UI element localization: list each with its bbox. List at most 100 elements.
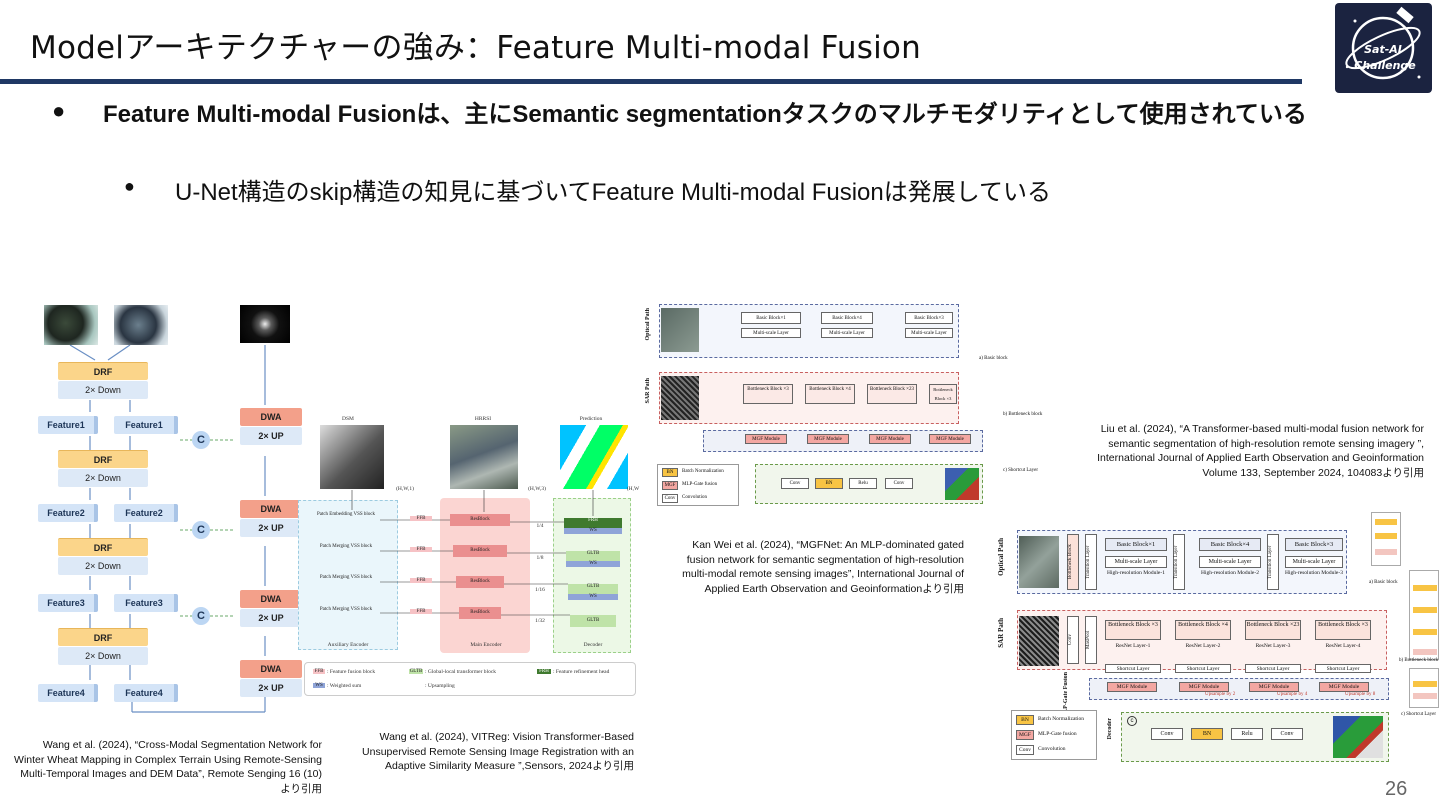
resblock: ResBlock [456, 576, 504, 588]
bullet-text-2: U-Net構造のskip構造の知見に基づいてFeature Multi-moda… [175, 179, 1052, 206]
legend-text: : Feature fusion block [327, 669, 376, 675]
dwa-block: DWA [240, 500, 302, 518]
down-block: 2× Down [58, 469, 148, 487]
prediction-header: Prediction [579, 416, 603, 422]
basic-block: Basic Block×1 [1105, 538, 1167, 551]
bottleneck-vertical: Bottleneck Block [1067, 534, 1079, 590]
figure2-arrows [351, 490, 594, 616]
multi-scale-layer: Multi-scale Layer [741, 328, 801, 338]
hrrsi-image [450, 425, 518, 489]
shortcut-layer: Shortcut Layer [1175, 664, 1231, 673]
mgf-module: MGF Module [869, 434, 911, 444]
bottleneck-block: Bottleneck Block ×3 [1105, 620, 1161, 640]
prediction-image [560, 425, 628, 489]
feature-box: Feature3 [114, 594, 178, 612]
concat-icon: C [192, 431, 210, 449]
bottleneck-block: Bottleneck Block ×23 [867, 384, 917, 404]
conv-block: Conv [781, 478, 809, 489]
conv-block: Conv [885, 478, 913, 489]
resnet-layer-label: ResNet Layer-4 [1325, 643, 1361, 649]
shortcut-layer: Shortcut Layer [1105, 664, 1161, 673]
down-block: 2× Down [58, 557, 148, 575]
conv-block: Conv [1151, 728, 1183, 740]
svg-text:Sat-AI: Sat-AI [1364, 43, 1402, 56]
feature-box: Feature3 [38, 594, 98, 612]
input-image-1 [44, 305, 98, 345]
legend-conv-swatch: Conv [1016, 745, 1034, 755]
up-block: 2× UP [240, 519, 302, 537]
drf-block: DRF [58, 628, 148, 646]
figure4-legend: BN Batch Normalization MGF MLP-Gate fusi… [1011, 710, 1097, 760]
aux-block: Patch Embedding VSS block [316, 512, 376, 517]
conv-block: Conv [1271, 728, 1303, 740]
legend-text: : Global-local transformer block [425, 669, 497, 675]
legend-text: Convolution [1038, 746, 1066, 752]
basic-block-detail [1371, 512, 1401, 566]
legend-bn-swatch: BN [1016, 715, 1034, 725]
bn-swatch [1413, 607, 1437, 613]
transition-layer: Transition Layer [1267, 534, 1279, 590]
feature-box: Feature1 [38, 416, 98, 434]
sat-ai-challenge-logo: Sat-AI Challenge [1335, 3, 1432, 93]
hrrsi-header: HRRSI [474, 416, 492, 422]
basic-block: Basic Block×3 [905, 312, 953, 324]
bottleneck-block: Bottleneck Block ×3 [743, 384, 793, 404]
side-label: b) Bottleneck block [1003, 412, 1043, 417]
bottleneck-detail [1409, 570, 1439, 660]
upsample-label: Upsample by 4 [1277, 692, 1308, 697]
legend-mgf-swatch: MGF [1016, 730, 1034, 740]
bn-swatch [1413, 681, 1437, 687]
bottleneck-block: Bottleneck Block ×4 [1175, 620, 1231, 640]
legend-text: Batch Normalization [1038, 716, 1084, 722]
mgf-module: MGF Module [1249, 682, 1299, 692]
path-label: Optical Path [645, 308, 651, 341]
figure3-caption: Kan Wei et al. (2024), “MGFNet: An MLP-d… [682, 539, 964, 595]
relu-block: Relu [849, 478, 877, 489]
transition-layer: Transition Layer [1173, 534, 1185, 590]
legend-bn-swatch: BN [662, 468, 678, 477]
bottleneck-block: Bottleneck Block ×23 [1245, 620, 1301, 640]
scale-label: 1/16 [535, 587, 545, 593]
down-block: 2× Down [58, 647, 148, 665]
decoder-label: Decoder [583, 642, 603, 648]
auxiliary-encoder-region [298, 500, 398, 650]
sub-bullet-marker: ● [124, 176, 135, 196]
legend-text: MLP-Gate fusion [1038, 731, 1077, 737]
figure1-arrows [69, 344, 266, 713]
bn-swatch [1413, 585, 1437, 591]
upsample-label: Upsample by 2 [1205, 692, 1236, 697]
frh-block: FRH [564, 518, 622, 528]
mgf-module: MGF Module [1107, 682, 1157, 692]
multi-scale-layer: Multi-scale Layer [1199, 556, 1261, 568]
scale-label: 1/32 [535, 618, 545, 624]
hrrsi-dims: (H,W,3) [528, 486, 546, 492]
segmentation-output-image [1333, 716, 1383, 758]
sar-image [661, 376, 699, 420]
legend-mgf-swatch: MGF [662, 481, 678, 490]
bottleneck-block: Bottleneck Block ×3 [1315, 620, 1371, 640]
dsm-image [320, 425, 384, 489]
side-label: c) Shortcut Layer [1401, 712, 1436, 717]
mgf-module: MGF Module [807, 434, 849, 444]
feature-box: Feature1 [114, 416, 178, 434]
side-label: b) Bottleneck block [1399, 658, 1439, 663]
page-number: 26 [1385, 778, 1408, 800]
concat-icon: c [1127, 716, 1137, 726]
ws-block: WS [568, 594, 618, 600]
up-block: 2× UP [240, 609, 302, 627]
gltb-block: GLTB [570, 615, 616, 627]
scale-label: 1/8 [536, 555, 544, 561]
shortcut-layer: Shortcut Layer [1245, 664, 1301, 673]
relu-swatch [1413, 693, 1437, 699]
aux-block: Patch Merging VSS block [319, 575, 373, 580]
resblock: ResBlock [450, 514, 510, 526]
side-label: c) Shortcut Layer [1003, 468, 1038, 473]
multi-scale-layer: Multi-scale Layer [1105, 556, 1167, 568]
ffb-block: FFB [410, 516, 432, 521]
side-label: a) Basic block [979, 356, 1008, 361]
bn-block: BN [815, 478, 843, 489]
legend-text: : Upsampling [425, 683, 455, 689]
ffb-block: FFB [410, 547, 432, 552]
ws-block: WS [564, 528, 622, 534]
dsm-dims: (H,W,1) [396, 486, 414, 492]
